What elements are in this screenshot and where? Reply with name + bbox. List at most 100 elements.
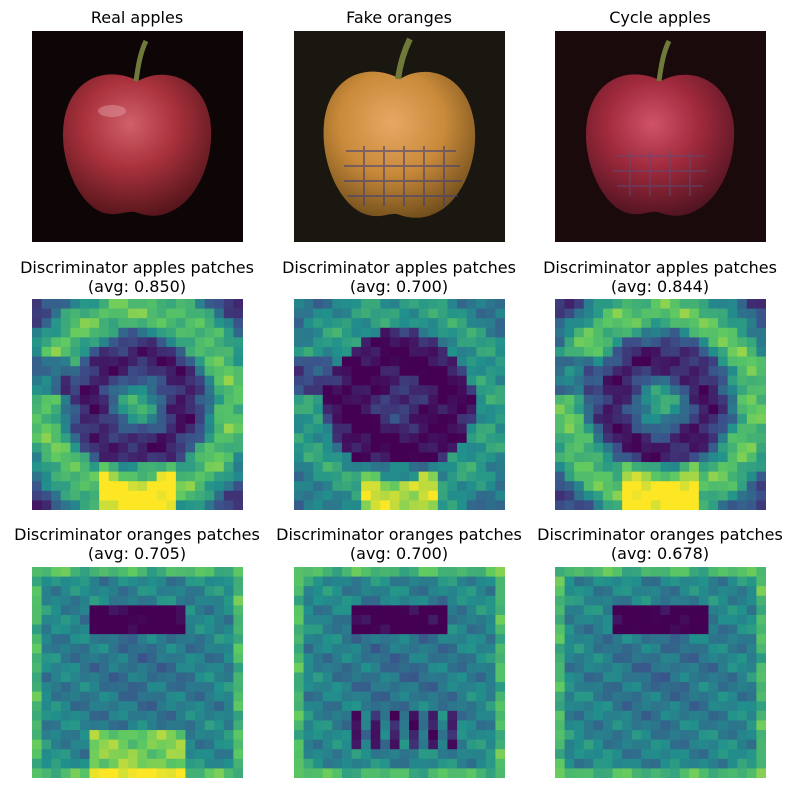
- heatmap-cell: [641, 758, 652, 770]
- heatmap-cell: [108, 749, 119, 760]
- heatmap-cell: [294, 614, 305, 626]
- heatmap-cell: [428, 576, 439, 587]
- heatmap-cell: [108, 423, 119, 434]
- heatmap-cell: [294, 423, 305, 434]
- heatmap-cell: [303, 710, 314, 722]
- heatmap-cell: [214, 308, 225, 319]
- heatmap-cell: [313, 308, 324, 319]
- heatmap-cell: [631, 318, 642, 329]
- heatmap-cell: [32, 404, 43, 415]
- heatmap-cell: [332, 404, 343, 415]
- heatmap-cell: [593, 768, 604, 778]
- heatmap-cell: [485, 471, 497, 482]
- heatmap-cell: [650, 653, 662, 664]
- heatmap-cell: [351, 672, 362, 683]
- heatmap-cell: [118, 327, 129, 338]
- heatmap-cell: [476, 490, 487, 502]
- heatmap-cell: [689, 414, 700, 425]
- heatmap-cell: [555, 653, 566, 664]
- heatmap-cell: [175, 576, 187, 587]
- heatmap-cell: [175, 605, 187, 616]
- heatmap-cell: [602, 749, 614, 760]
- heatmap-cell: [756, 490, 766, 502]
- heatmap-cell: [108, 624, 119, 635]
- heatmap-cell: [574, 433, 585, 444]
- heatmap-cell: [214, 576, 225, 587]
- heatmap-cell: [418, 366, 429, 377]
- heatmap-cell: [89, 404, 100, 415]
- heatmap-cell: [583, 567, 594, 578]
- heatmap-cell: [679, 433, 690, 444]
- heatmap-cell: [204, 385, 215, 396]
- heatmap-cell: [195, 366, 206, 377]
- heatmap-cell: [156, 414, 167, 425]
- heatmap-cell: [437, 452, 449, 463]
- heatmap-cell: [612, 356, 623, 367]
- heatmap-cell: [727, 442, 738, 454]
- heatmap-cell: [389, 739, 401, 750]
- heatmap-cell: [332, 643, 343, 654]
- heatmap-cell: [555, 423, 566, 434]
- heatmap-cell: [313, 749, 324, 760]
- heatmap-cell: [370, 346, 381, 358]
- heatmap-cell: [583, 414, 594, 425]
- heatmap-cell: [223, 385, 235, 396]
- heatmap-cell: [641, 318, 652, 329]
- heatmap-cell: [476, 634, 487, 645]
- heatmap-cell: [389, 337, 401, 348]
- heatmap-cell: [593, 567, 604, 578]
- heatmap-cell: [756, 595, 766, 606]
- heatmap-cell: [79, 404, 91, 415]
- heatmap-cell: [156, 471, 167, 482]
- heatmap-cell: [51, 308, 62, 319]
- heatmap-cell: [476, 691, 487, 702]
- heatmap-cell: [679, 318, 690, 329]
- heatmap-cell: [137, 595, 148, 606]
- heatmap-cell: [233, 433, 243, 444]
- heatmap-cell: [370, 500, 381, 510]
- heatmap-cell: [564, 327, 575, 338]
- heatmap-cell: [418, 720, 429, 731]
- heatmap-cell: [631, 643, 642, 654]
- heatmap-cell: [32, 586, 43, 597]
- heatmap-cell: [147, 730, 158, 741]
- heatmap-cell: [233, 337, 243, 348]
- heatmap-cell: [485, 385, 497, 396]
- heatmap-cell: [641, 414, 652, 425]
- heatmap-cell: [708, 710, 719, 722]
- heatmap-cell: [79, 385, 91, 396]
- heatmap-cell: [466, 414, 477, 425]
- heatmap-cell: [195, 318, 206, 329]
- heatmap-cell: [727, 375, 738, 386]
- heatmap-cell: [233, 442, 243, 454]
- heatmap-cell: [631, 768, 642, 778]
- heatmap-cell: [409, 730, 420, 741]
- heatmap-cell: [351, 624, 362, 635]
- heatmap-cell: [32, 672, 43, 683]
- heatmap-cell: [447, 394, 458, 406]
- heatmap-cell: [332, 337, 343, 348]
- heatmap-cell: [361, 462, 372, 473]
- heatmap-cell: [679, 404, 690, 415]
- heatmap-cell: [418, 327, 429, 338]
- heatmap-cell: [303, 481, 314, 492]
- heatmap-cell: [166, 624, 177, 635]
- heatmap-cell: [389, 643, 401, 654]
- heatmap-cell: [476, 337, 487, 348]
- heatmap-cell: [660, 682, 671, 693]
- heatmap-cell: [727, 337, 738, 348]
- heatmap-cell: [313, 414, 324, 425]
- heatmap-cell: [70, 595, 81, 606]
- heatmap-cell: [380, 691, 391, 702]
- heatmap-cell: [127, 730, 139, 741]
- heatmap-cell: [746, 337, 758, 348]
- heatmap-cell: [689, 500, 700, 510]
- heatmap-cell: [574, 653, 585, 664]
- heatmap-cell: [631, 730, 642, 741]
- heatmap-cell: [214, 337, 225, 348]
- heatmap-cell: [70, 452, 81, 463]
- heatmap-cell: [370, 567, 381, 578]
- heatmap-cell: [214, 720, 225, 731]
- heatmap-cell: [341, 768, 353, 778]
- heatmap-cell: [294, 730, 305, 741]
